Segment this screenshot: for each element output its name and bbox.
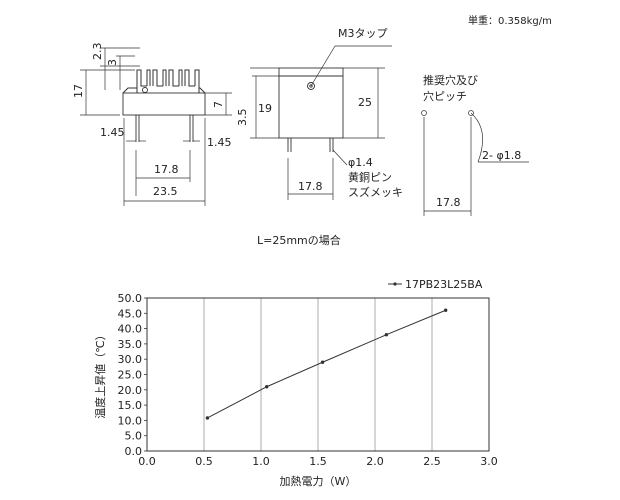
x-tick-label: 0.0 [138,455,156,468]
dim-1-45-left: 1.45 [100,126,125,139]
x-tick-label: 1.0 [252,455,270,468]
fins [122,69,206,94]
weight-label: 単重：0.358kg/m [468,14,552,27]
dim-19: 19 [258,102,272,115]
pin-spec-3: スズメッキ [348,185,403,199]
data-point [265,385,269,389]
tap-hole-front [142,87,148,93]
pitch-label-1: 推奨穴及び [423,73,478,87]
y-axis-label: 温度上昇値（℃） [93,329,107,418]
dim-17-8-side: 17.8 [298,180,323,193]
data-point [320,360,325,364]
side-view [278,67,344,152]
data-point [384,333,389,337]
y-tick-label: 0.0 [125,445,143,458]
pin-spec-2: 黄銅ピン [348,170,392,184]
x-axis-ticks: 0.0 0.5 1.0 1.5 2.0 2.5 3.0 [138,455,498,468]
y-tick-label: 15.0 [118,399,143,412]
dim-17: 17 [72,84,85,98]
front-dimensions [80,47,232,206]
drawing-caption: L=25mmの場合 [257,233,341,247]
dim-3-5: 3.5 [236,109,249,127]
y-tick-label: 10.0 [118,414,143,427]
pitch-label-2: 穴ピッチ [423,89,467,103]
side-dimensions [250,45,392,200]
heatsink-drawing: 単重：0.358kg/m [72,14,552,247]
dim-7: 7 [212,101,225,108]
pin-spec-1: φ1.4 [348,156,373,169]
series-line [207,309,446,419]
front-view [122,69,206,142]
data-point [205,416,210,420]
dim-17-8-holes: 17.8 [436,196,461,209]
y-tick-label: 30.0 [118,353,143,366]
x-axis-label: 加熱電力（W） [280,475,357,488]
series-layer [205,308,448,420]
dim-1-45-right: 1.45 [207,136,232,149]
dim-25: 25 [358,96,372,109]
dim-2-3: 2.3 [91,43,104,61]
x-tick-label: 2.5 [423,455,441,468]
legend: 17PB23L25BA [388,278,483,291]
data-point [443,308,448,312]
y-tick-label: 45.0 [118,307,143,320]
dim-23-5: 23.5 [153,185,178,198]
dim-3: 3 [106,59,119,66]
x-tick-label: 1.5 [309,455,327,468]
hole-spec: 2- φ1.8 [482,149,521,162]
y-tick-label: 5.0 [125,430,143,443]
x-tick-label: 0.5 [195,455,213,468]
legend-series-name: 17PB23L25BA [405,278,483,291]
y-tick-label: 20.0 [118,384,143,397]
x-tick-label: 3.0 [480,455,498,468]
y-axis-ticks: 0.0 5.0 10.0 15.0 20.0 25.0 30.0 35.0 40.0 45.0 50… [118,292,147,458]
x-tick-label: 2.0 [366,455,384,468]
legend-marker [393,282,397,286]
chart-grid [203,298,433,451]
y-tick-label: 40.0 [118,323,143,336]
tap-label: M3タップ [338,27,388,40]
tap-hole-side [307,82,315,90]
hole-pitch-view [421,110,529,216]
y-tick-label: 50.0 [118,292,143,305]
dim-17-8-front: 17.8 [154,163,179,176]
y-tick-label: 35.0 [118,338,143,351]
base-plate [122,92,206,116]
y-tick-label: 25.0 [118,369,143,382]
side-body [278,67,344,139]
